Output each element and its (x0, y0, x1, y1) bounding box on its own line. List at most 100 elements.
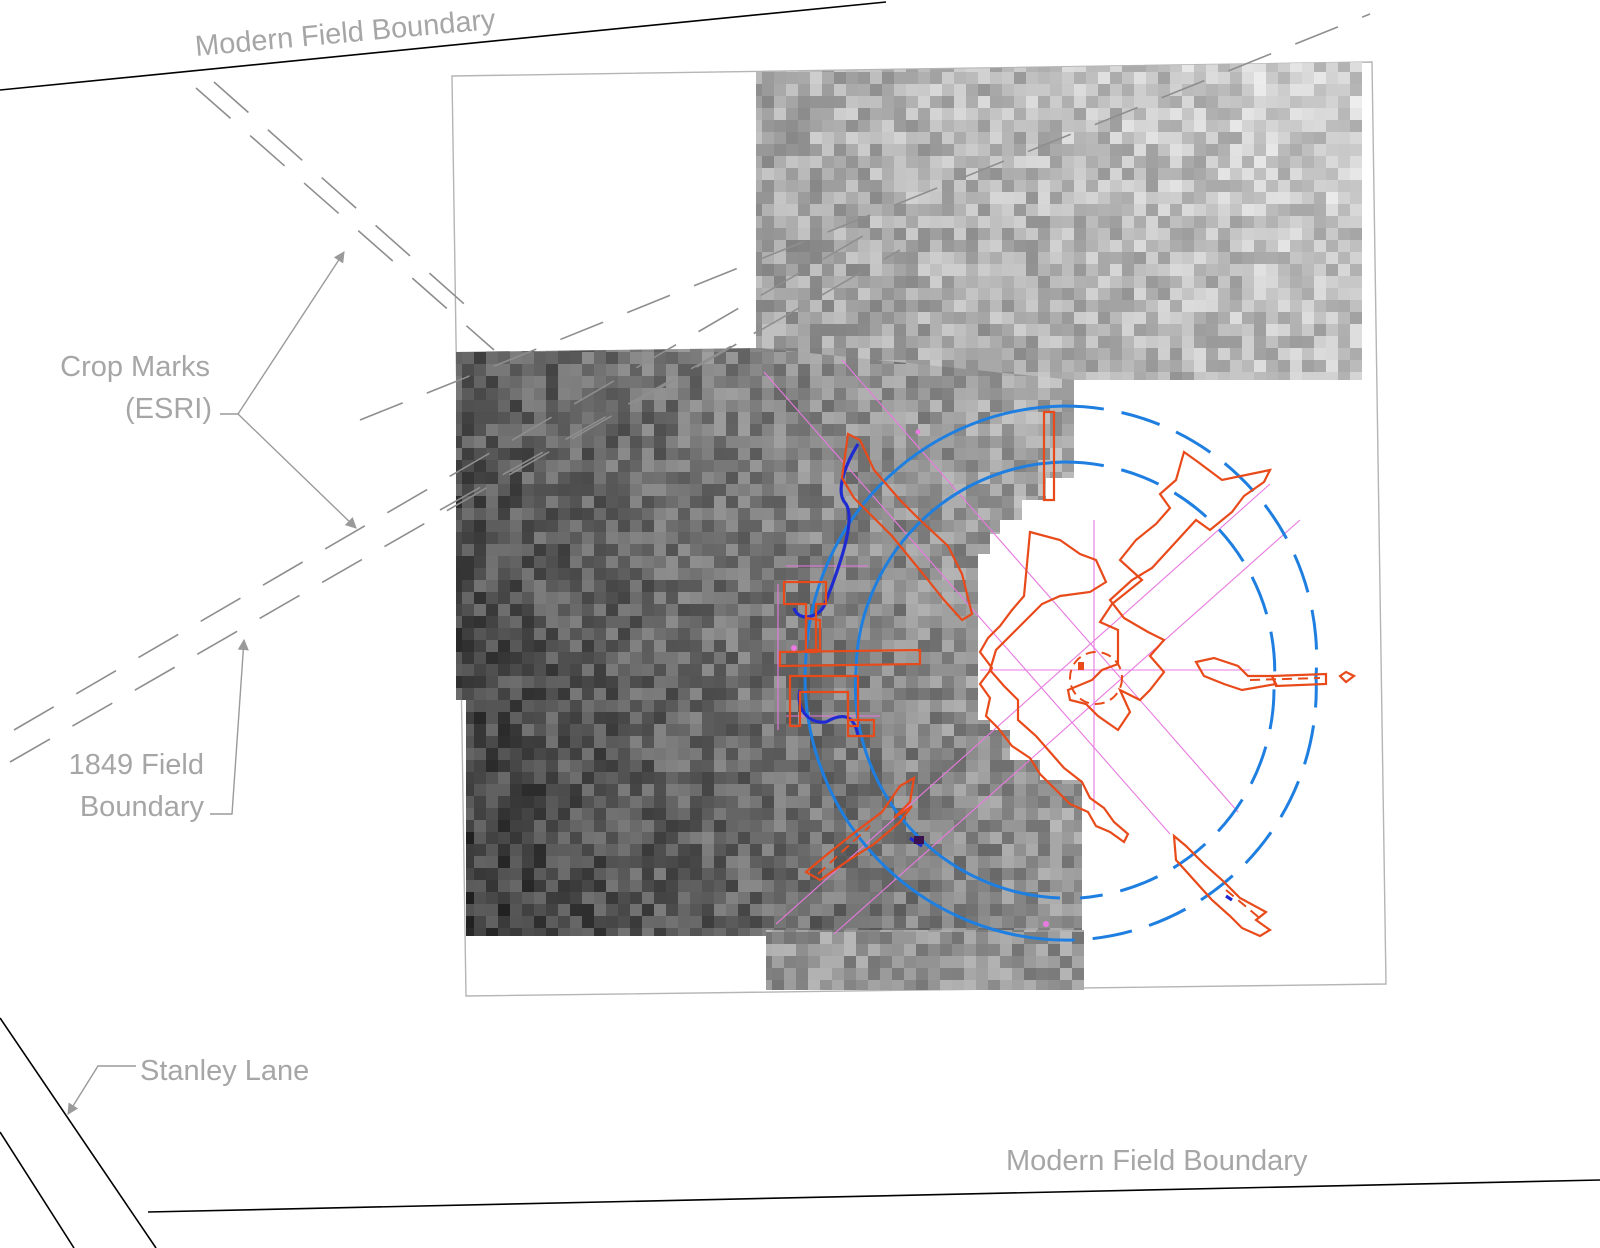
raster-pixel (750, 700, 763, 713)
raster-pixel (594, 448, 607, 461)
raster-pixel (522, 496, 535, 509)
raster-pixel (1182, 372, 1195, 385)
raster-pixel (1014, 484, 1027, 497)
raster-pixel (1050, 832, 1063, 845)
raster-pixel (786, 496, 799, 509)
raster-pixel (1350, 144, 1362, 157)
raster-pixel (846, 388, 859, 401)
raster-pixel (1362, 576, 1375, 589)
raster-pixel (954, 808, 967, 821)
raster-pixel (930, 532, 943, 545)
raster-pixel (678, 472, 691, 485)
raster-pixel (1170, 516, 1183, 529)
raster-pixel (1074, 904, 1082, 917)
raster-pixel (546, 532, 559, 545)
raster-pixel (1290, 180, 1303, 193)
raster-pixel (1038, 700, 1051, 713)
raster-pixel (762, 460, 775, 473)
raster-pixel (1338, 192, 1351, 205)
raster-pixel (558, 712, 571, 725)
raster-pixel (894, 472, 907, 485)
raster-pixel (822, 336, 835, 349)
raster-pixel (786, 832, 799, 845)
raster-pixel (1242, 396, 1255, 409)
raster-pixel (486, 400, 499, 413)
raster-pixel (1158, 324, 1171, 337)
raster-pixel (558, 448, 571, 461)
raster-pixel (882, 520, 895, 533)
raster-pixel (870, 832, 883, 845)
raster-pixel (966, 532, 979, 545)
raster-pixel (1050, 844, 1063, 857)
raster-pixel (930, 544, 943, 557)
raster-pixel (1050, 868, 1063, 881)
raster-pixel (762, 604, 775, 617)
raster-pixel (1110, 576, 1123, 580)
raster-pixel (906, 216, 919, 229)
raster-pixel (978, 62, 991, 73)
raster-pixel (990, 892, 1003, 905)
raster-pixel (1326, 240, 1339, 253)
raster-pixel (906, 604, 919, 617)
raster-pixel (1302, 216, 1315, 229)
raster-pixel (1134, 324, 1147, 337)
raster-pixel (558, 808, 571, 821)
raster-pixel (630, 436, 643, 449)
raster-pixel (1338, 336, 1351, 349)
raster-pixel (1242, 264, 1255, 277)
raster-pixel (702, 424, 715, 437)
raster-pixel (1230, 192, 1243, 205)
raster-pixel (546, 400, 559, 413)
raster-pixel (966, 156, 979, 169)
raster-pixel (714, 880, 727, 893)
raster-pixel (810, 228, 823, 241)
raster-pixel (738, 496, 751, 509)
raster-pixel (1206, 72, 1219, 85)
raster-pixel (1074, 420, 1087, 433)
raster-pixel (942, 700, 955, 713)
raster-pixel (930, 204, 943, 217)
raster-pixel (1110, 372, 1123, 385)
raster-pixel (1362, 444, 1375, 457)
raster-pixel (750, 868, 763, 881)
raster-pixel (1050, 904, 1063, 917)
raster-pixel (474, 376, 487, 389)
raster-pixel (1038, 156, 1051, 169)
raster-pixel (1278, 264, 1291, 277)
raster-pixel (834, 132, 847, 145)
raster-pixel (498, 448, 511, 461)
raster-pixel (522, 784, 535, 797)
raster-pixel (786, 628, 799, 641)
raster-pixel (1302, 180, 1315, 193)
raster-pixel (462, 484, 475, 497)
raster-pixel (714, 544, 727, 557)
raster-pixel (774, 640, 787, 653)
raster-pixel (1302, 120, 1315, 133)
raster-pixel (1362, 216, 1375, 229)
raster-pixel (594, 400, 607, 413)
raster-pixel (1290, 336, 1303, 349)
raster-pixel (858, 808, 871, 821)
raster-pixel (990, 688, 1003, 701)
raster-pixel (942, 84, 955, 97)
raster-pixel (498, 520, 511, 533)
raster-pixel (846, 62, 859, 73)
raster-pixel (942, 376, 955, 389)
raster-pixel (750, 388, 763, 401)
raster-pixel (522, 580, 535, 593)
raster-pixel (750, 376, 763, 389)
raster-pixel (750, 556, 763, 569)
raster-pixel (714, 712, 727, 725)
raster-pixel (1038, 808, 1051, 821)
raster-pixel (1026, 96, 1039, 109)
raster-pixel (822, 796, 835, 809)
raster-pixel (654, 592, 667, 605)
raster-pixel (882, 180, 895, 193)
raster-pixel (522, 724, 535, 737)
raster-pixel (858, 120, 871, 133)
raster-pixel (1290, 432, 1303, 445)
raster-pixel (1326, 62, 1339, 73)
raster-pixel (654, 484, 667, 497)
raster-pixel (1230, 432, 1243, 445)
raster-pixel (822, 676, 835, 689)
